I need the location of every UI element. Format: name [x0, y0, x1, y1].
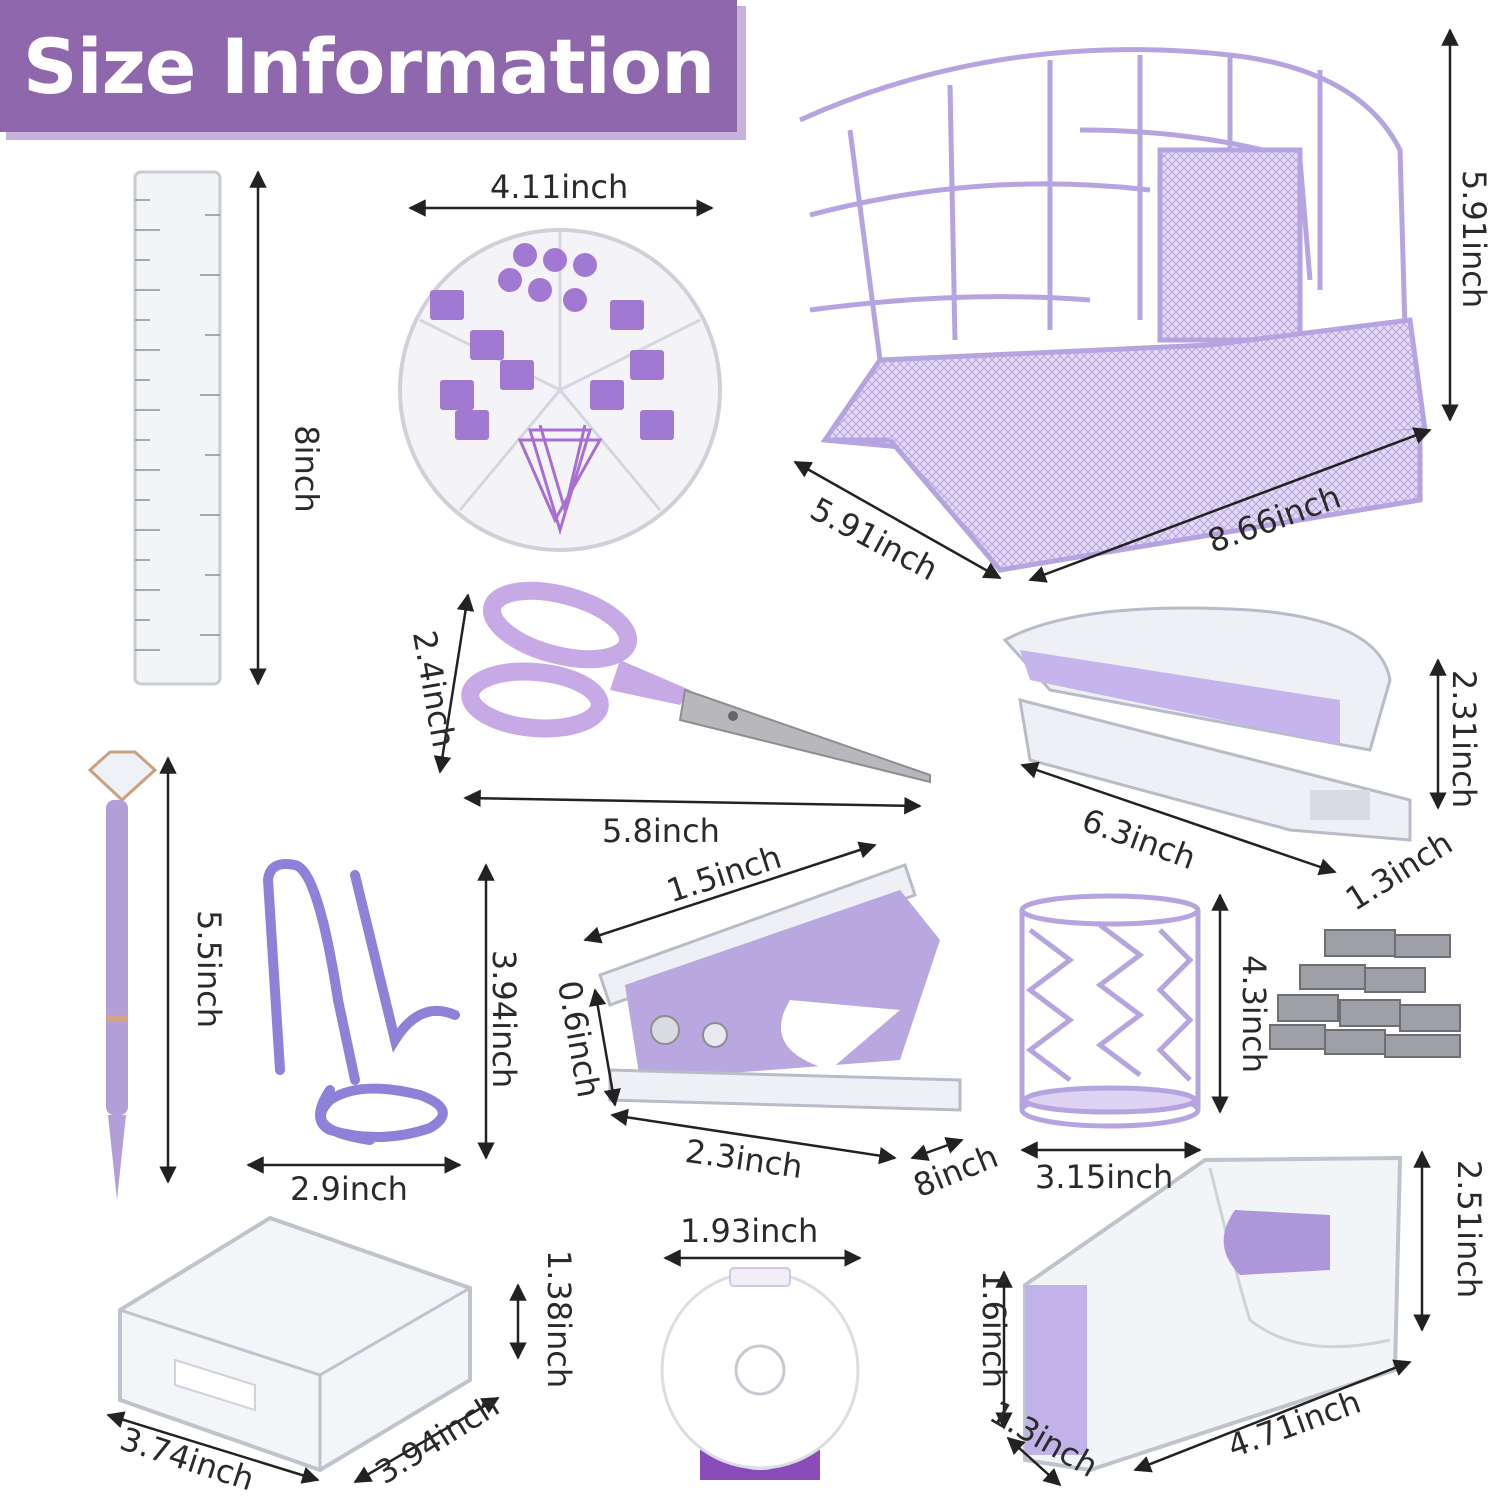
- stapler-height-label: 2.31inch: [1445, 669, 1484, 809]
- scissors-length-label: 5.8inch: [602, 812, 720, 850]
- wire-pen-stand-icon: [262, 859, 460, 1145]
- round-clip-box-icon: [398, 228, 722, 552]
- ruler-length-label: 8inch: [287, 425, 326, 513]
- tape-measure-diameter-label: 1.93inch: [680, 1212, 819, 1250]
- title-banner: Size Information: [0, 0, 737, 132]
- pen-stand-width-label: 2.9inch: [290, 1170, 408, 1208]
- diamond-pen-icon: [87, 750, 158, 1200]
- pen-stand-height-label: 3.94inch: [485, 949, 524, 1089]
- clear-stapler-icon: [1002, 606, 1412, 842]
- pen-cup-diameter-label: 3.15inch: [1035, 1158, 1174, 1196]
- purple-scissors-icon: [461, 581, 931, 784]
- tape-dispenser-front-height-label: 1.6inch: [974, 1270, 1013, 1388]
- tape-dispenser-height-label: 2.51inch: [1450, 1159, 1489, 1299]
- page-title: Size Information: [22, 21, 715, 111]
- clip-box-diameter-label: 4.11inch: [490, 168, 629, 206]
- clear-ruler-icon: [133, 170, 222, 686]
- memo-height-label: 1.38inch: [540, 1249, 579, 1389]
- staple-remover-icon: [598, 863, 962, 1112]
- round-tape-measure-icon: [660, 1267, 860, 1480]
- organizer-height-label: 5.91inch: [1455, 169, 1494, 309]
- staple-rows-icon: [1269, 929, 1461, 1058]
- wire-pen-cup-icon: [1019, 893, 1201, 1129]
- pen-cup-height-label: 4.3inch: [1234, 955, 1273, 1073]
- pen-length-label: 5.5inch: [189, 910, 228, 1028]
